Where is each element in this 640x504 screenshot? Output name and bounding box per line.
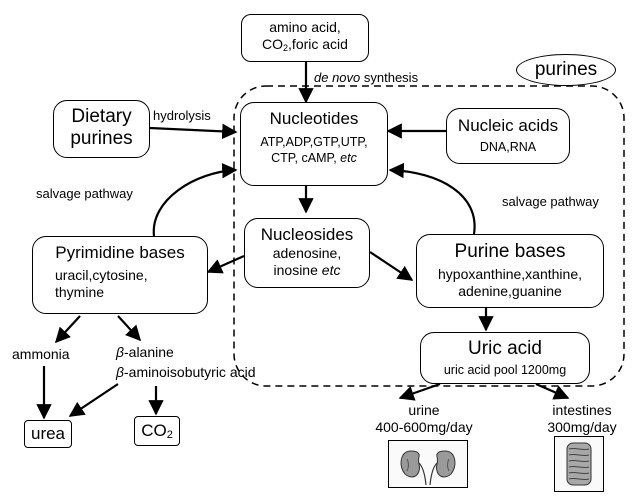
pyrimidine-bases-box: Pyrimidine bases uracil,cytosine, thymin… <box>32 236 208 314</box>
dietary-line2: purines <box>70 128 133 149</box>
arrow-to-ammonia <box>54 315 81 344</box>
beta-alanine-label: β-alanine <box>116 344 174 360</box>
nucleic-acids-title: Nucleic acids <box>457 116 559 135</box>
intestines-label: intestines 300mg/day <box>547 402 617 435</box>
purine-region-border <box>233 85 625 387</box>
hydrolysis-label: hydrolysis <box>153 108 211 123</box>
salvage-right-label: salvage pathway <box>502 194 599 209</box>
precursors-line2: CO2,foric acid <box>262 36 348 53</box>
arrow-to-purine-bases <box>369 251 414 281</box>
kidney-icon <box>388 440 468 488</box>
uric-acid-sub: uric acid pool 1200mg <box>443 363 567 377</box>
nucleotides-line2: CTP, cAMP, etc <box>271 151 357 165</box>
intestine-icon <box>554 436 604 492</box>
arrow-salvage-left <box>152 162 238 237</box>
urea-label: urea <box>30 424 66 443</box>
co2-box: CO2 <box>134 416 180 446</box>
de-novo-label: de novo synthesis <box>314 70 419 85</box>
nucleosides-title: Nucleosides <box>260 225 354 244</box>
purines-label: purines <box>534 59 598 80</box>
arrow-to-pyrimidine <box>206 254 245 274</box>
urine-label: urine 400-600mg/day <box>375 402 473 435</box>
beta-aminoisobutyric-label: β-aminoisobutyric acid <box>116 364 256 380</box>
precursors-line1: amino acid, <box>269 19 341 35</box>
pyrimidine-title: Pyrimidine bases <box>55 243 185 262</box>
precursors-box: amino acid, CO2,foric acid <box>241 14 369 62</box>
nucleosides-line1: adenosine, <box>272 245 342 261</box>
pyrimidine-line1: uracil,cytosine, <box>55 267 148 283</box>
nucleic-acids-box: Nucleic acids DNA,RNA <box>446 108 570 164</box>
nucleosides-line2: inosine etc <box>273 262 341 278</box>
uric-acid-box: Uric acid uric acid pool 1200mg <box>420 332 590 384</box>
purines-ellipse: purines <box>516 54 616 86</box>
arrow-to-intestines <box>535 382 570 400</box>
purine-bases-line2: adenine,guanine <box>458 283 562 299</box>
pyrimidine-line2: thymine <box>55 284 105 300</box>
urea-box: urea <box>24 420 72 448</box>
dietary-line1: Dietary <box>71 106 132 127</box>
ammonia-label: ammonia <box>12 346 70 362</box>
purine-bases-line1: hypoxanthine,xanthine, <box>438 266 582 282</box>
co2-label: CO2 <box>141 421 173 441</box>
dietary-purines-box: Dietary purines <box>53 100 150 158</box>
purine-bases-title: Purine bases <box>454 241 566 262</box>
nucleotides-title: Nucleotides <box>269 109 359 128</box>
nucleotides-line1: ATP,ADP,GTP,UTP, <box>260 135 368 149</box>
nucleosides-box: Nucleosides adenosine, inosine etc <box>244 218 370 288</box>
nucleotides-box: Nucleotides ATP,ADP,GTP,UTP, CTP, cAMP, … <box>240 102 388 186</box>
arrow-hydrolysis <box>149 123 238 140</box>
arrow-to-beta-alanine <box>117 315 142 342</box>
purine-bases-box: Purine bases hypoxanthine,xanthine, aden… <box>416 234 604 308</box>
nucleic-acids-sub: DNA,RNA <box>479 140 537 154</box>
uric-acid-title: Uric acid <box>468 338 542 359</box>
arrow-salvage-right <box>388 162 476 235</box>
arrow-to-urine <box>398 382 441 401</box>
arrow-beta-urea <box>68 383 119 417</box>
salvage-left-label: salvage pathway <box>36 186 133 201</box>
